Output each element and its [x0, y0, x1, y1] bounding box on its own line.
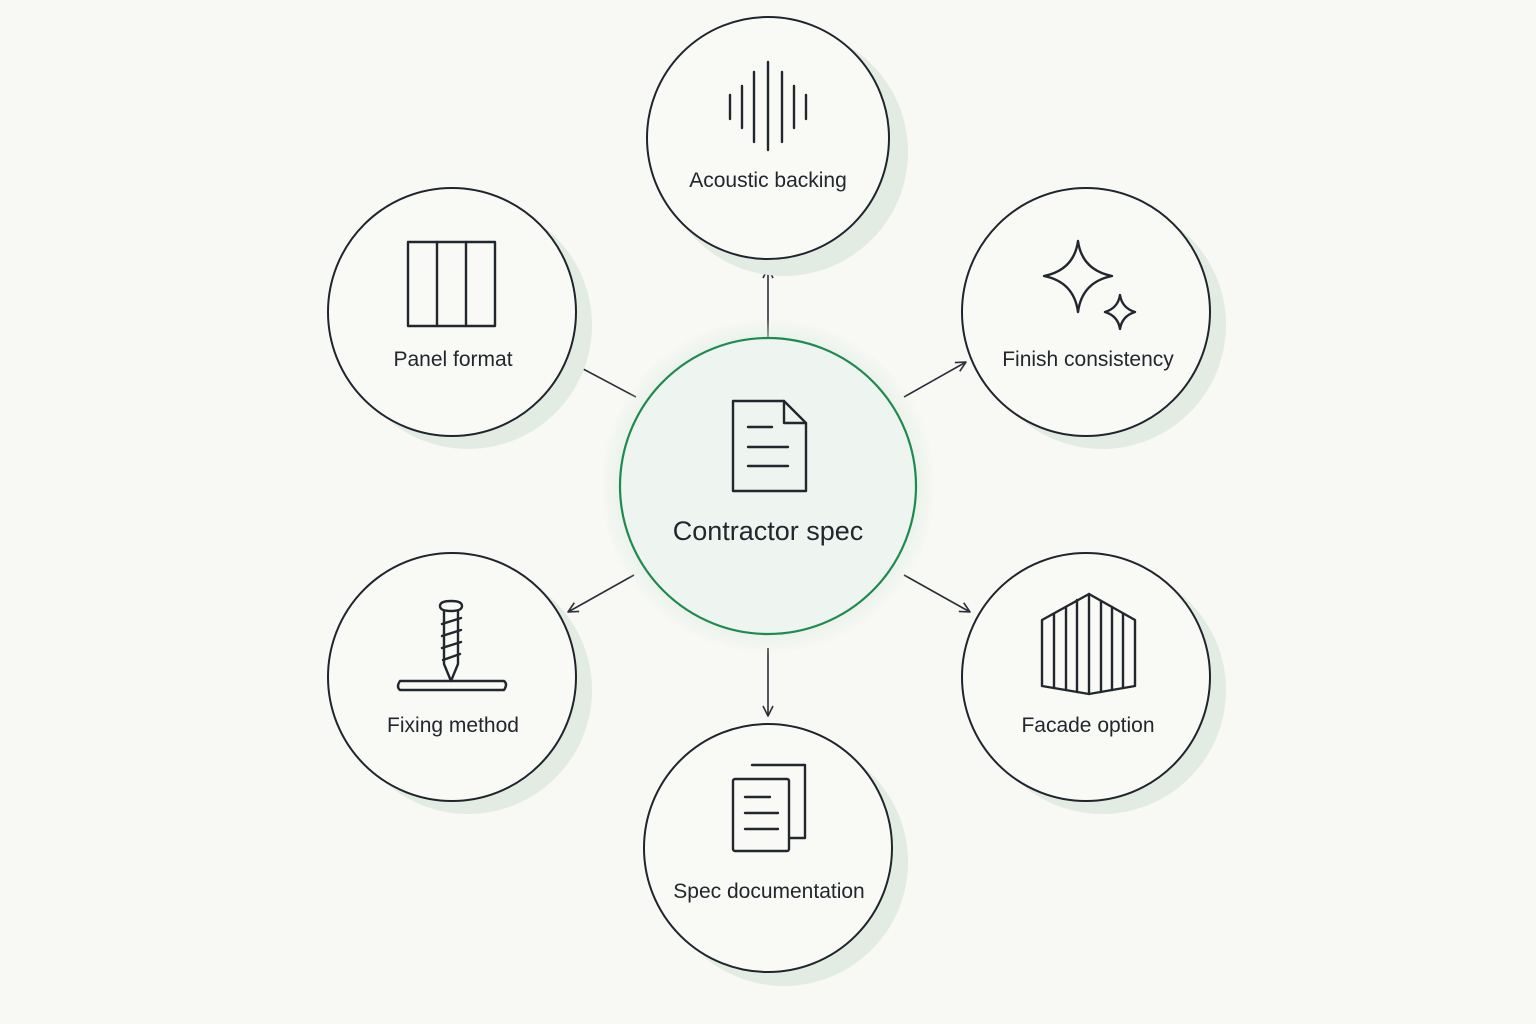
node-spec-documentation[interactable]: Spec documentation: [643, 723, 908, 986]
node-label: Spec documentation: [673, 880, 864, 903]
node-finish-consistency[interactable]: Finish consistency: [961, 187, 1226, 449]
node-fixing-method[interactable]: Fixing method: [327, 552, 592, 814]
center-node[interactable]: Contractor spec: [600, 318, 936, 654]
node-label: Panel format: [393, 348, 512, 371]
node-panel-format[interactable]: Panel format: [327, 187, 592, 449]
node-label: Facade option: [1021, 714, 1154, 737]
node-ring: [961, 187, 1211, 437]
connectors: [567, 267, 971, 717]
documents-icon: [731, 763, 807, 853]
sparkle-icon: [1042, 239, 1137, 331]
center-ring: [618, 336, 918, 636]
arrow-to-fixing: [567, 574, 635, 613]
node-acoustic-backing[interactable]: Acoustic backing: [646, 16, 908, 276]
node-ring: [961, 552, 1211, 802]
building-facade-icon: [1040, 592, 1137, 696]
arrow-to-finish: [903, 361, 967, 398]
sound-wave-icon: [728, 60, 808, 152]
document-icon: [731, 399, 808, 493]
panel-grid-icon: [406, 240, 497, 328]
node-facade-option[interactable]: Facade option: [961, 552, 1226, 814]
node-ring: [327, 187, 577, 437]
node-label: Fixing method: [387, 714, 519, 737]
screw-icon: [396, 599, 508, 692]
center-label: Contractor spec: [673, 516, 864, 546]
arrow-to-facade: [903, 574, 971, 613]
node-label: Acoustic backing: [689, 169, 847, 192]
node-label: Finish consistency: [1002, 348, 1174, 371]
